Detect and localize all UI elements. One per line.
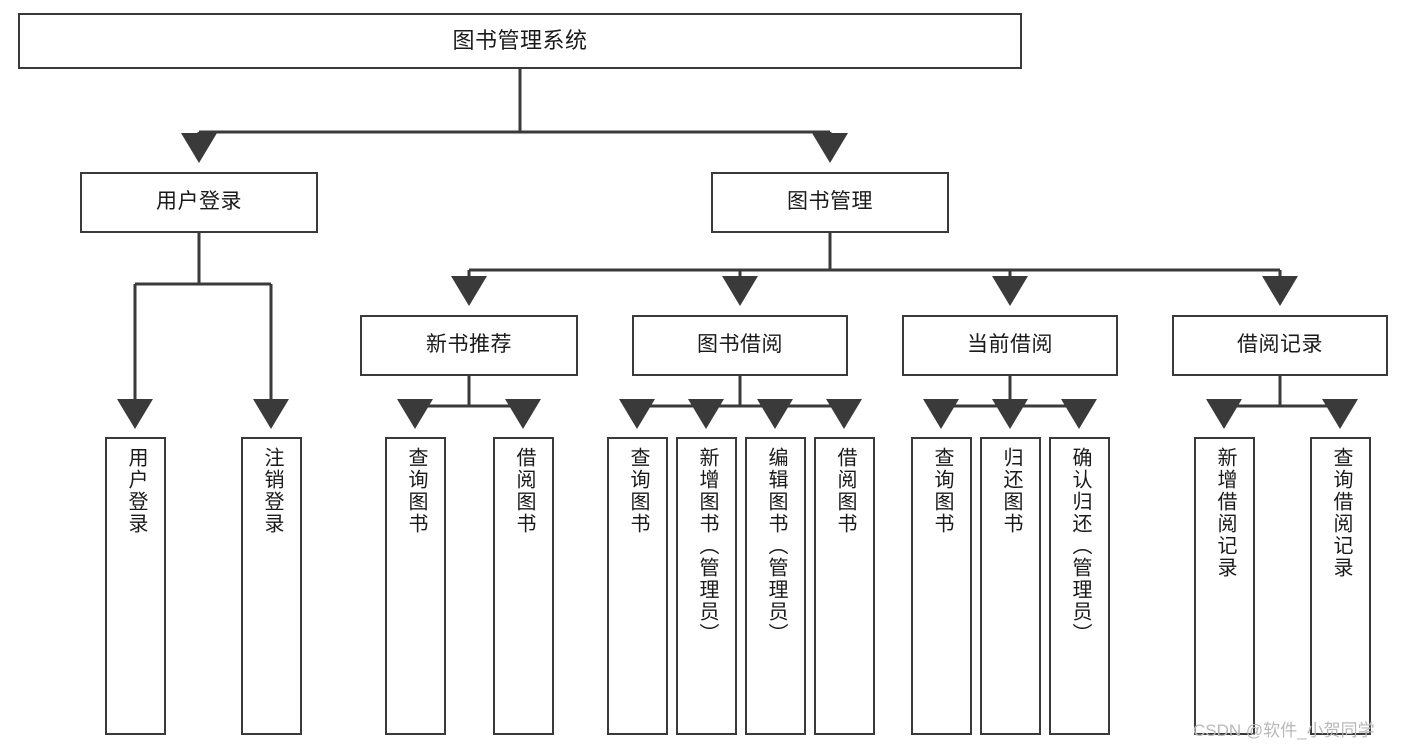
node-root[interactable]: 图书管理系统	[18, 13, 1022, 69]
leaf-user-login-logout[interactable]: 注销登录	[241, 437, 302, 735]
leaf-user-login-logout-label: 注销登录	[261, 447, 283, 535]
csdn-watermark: CSDN @软件_小贺同学	[1193, 721, 1375, 740]
leaf-current-borrow-confirm-label: 确认归还（管理员）	[1069, 447, 1091, 645]
leaf-book-borrow-add[interactable]: 新增图书（管理员）	[676, 437, 737, 735]
leaf-current-borrow-return-label: 归还图书	[1000, 447, 1022, 535]
leaf-book-borrow-query[interactable]: 查询图书	[607, 437, 668, 735]
leaf-book-borrow-borrow-label: 借阅图书	[834, 447, 856, 535]
leaf-user-login-login[interactable]: 用户登录	[105, 437, 166, 735]
leaf-new-book-query-label: 查询图书	[405, 447, 427, 535]
leaf-current-borrow-query[interactable]: 查询图书	[911, 437, 972, 735]
leaf-book-borrow-edit-label: 编辑图书（管理员）	[765, 447, 787, 645]
node-book-borrow-label: 图书借阅	[697, 333, 783, 357]
leaf-current-borrow-query-label: 查询图书	[931, 447, 953, 535]
leaf-borrow-record-add-label: 新增借阅记录	[1214, 447, 1236, 579]
node-new-book-recommend-label: 新书推荐	[426, 333, 512, 357]
node-current-borrow[interactable]: 当前借阅	[902, 315, 1118, 376]
leaf-borrow-record-query[interactable]: 查询借阅记录	[1310, 437, 1371, 735]
leaf-book-borrow-borrow[interactable]: 借阅图书	[814, 437, 875, 735]
leaf-borrow-record-query-label: 查询借阅记录	[1330, 447, 1352, 579]
node-borrow-record[interactable]: 借阅记录	[1172, 315, 1388, 376]
leaf-new-book-borrow[interactable]: 借阅图书	[493, 437, 554, 735]
leaf-new-book-borrow-label: 借阅图书	[513, 447, 535, 535]
node-current-borrow-label: 当前借阅	[967, 333, 1053, 357]
node-user-login-label: 用户登录	[156, 190, 242, 214]
leaf-book-borrow-query-label: 查询图书	[627, 447, 649, 535]
leaf-borrow-record-add[interactable]: 新增借阅记录	[1194, 437, 1255, 735]
leaf-book-borrow-edit[interactable]: 编辑图书（管理员）	[745, 437, 806, 735]
node-book-borrow[interactable]: 图书借阅	[632, 315, 848, 376]
node-book-management-label: 图书管理	[787, 190, 873, 214]
node-root-label: 图书管理系统	[452, 28, 588, 54]
leaf-current-borrow-confirm[interactable]: 确认归还（管理员）	[1049, 437, 1110, 735]
node-new-book-recommend[interactable]: 新书推荐	[360, 315, 578, 376]
leaf-current-borrow-return[interactable]: 归还图书	[980, 437, 1041, 735]
node-book-management[interactable]: 图书管理	[711, 172, 949, 233]
node-borrow-record-label: 借阅记录	[1237, 333, 1323, 357]
leaf-book-borrow-add-label: 新增图书（管理员）	[696, 447, 718, 645]
leaf-user-login-login-label: 用户登录	[125, 447, 147, 535]
leaf-new-book-query[interactable]: 查询图书	[385, 437, 446, 735]
node-user-login[interactable]: 用户登录	[80, 172, 318, 233]
